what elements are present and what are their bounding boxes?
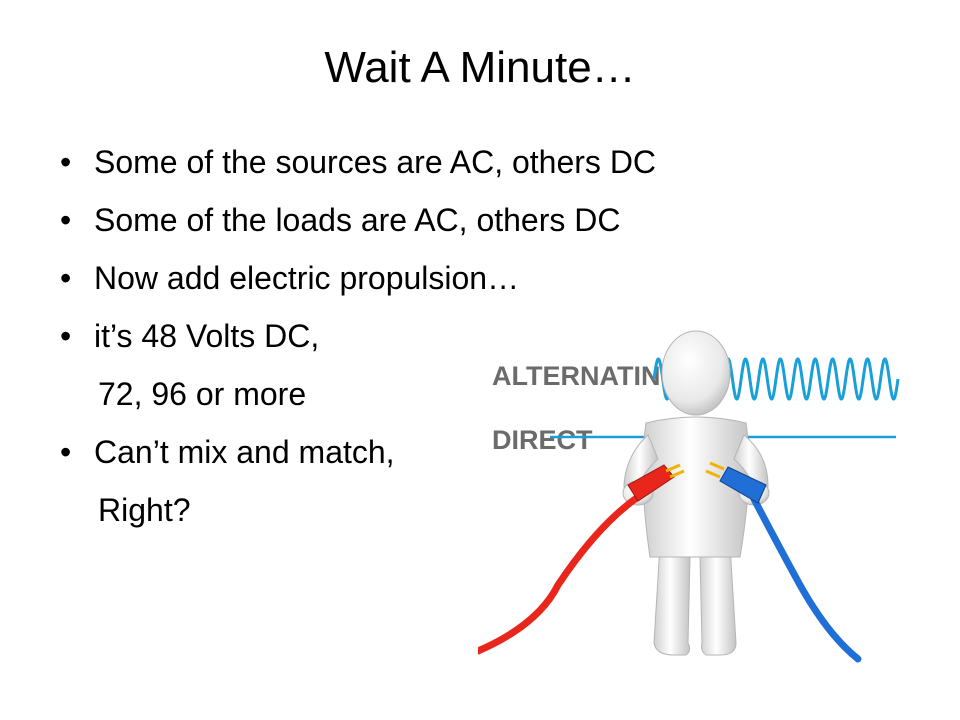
bullet-item: Some of the sources are AC, others DC	[60, 142, 780, 182]
slide-title: Wait A Minute…	[324, 43, 636, 92]
bullet-item: Can’t mix and match,	[60, 432, 780, 472]
bullet-continuation: Right?	[98, 492, 191, 528]
person-figure-icon	[622, 330, 770, 656]
alternating-label: ALTERNATING	[492, 361, 681, 391]
ac-dc-illustration: ALTERNATING DIRECT	[478, 325, 914, 665]
bullet-list: Some of the sources are AC, others DC So…	[60, 142, 780, 548]
bullet-item: Now add electric propulsion…	[60, 258, 780, 298]
blue-plug-icon	[705, 461, 767, 504]
red-plug-icon	[627, 463, 685, 502]
direct-label: DIRECT	[492, 425, 593, 455]
bullet-continuation: 72, 96 or more	[98, 376, 307, 412]
red-cable-icon	[478, 493, 642, 655]
ac-dc-illustration-svg: ALTERNATING DIRECT	[478, 330, 900, 663]
blue-cable-icon	[750, 495, 862, 663]
bullet-item: it’s 48 Volts DC,	[60, 316, 780, 356]
bullet-item: Some of the loads are AC, others DC	[60, 200, 780, 240]
